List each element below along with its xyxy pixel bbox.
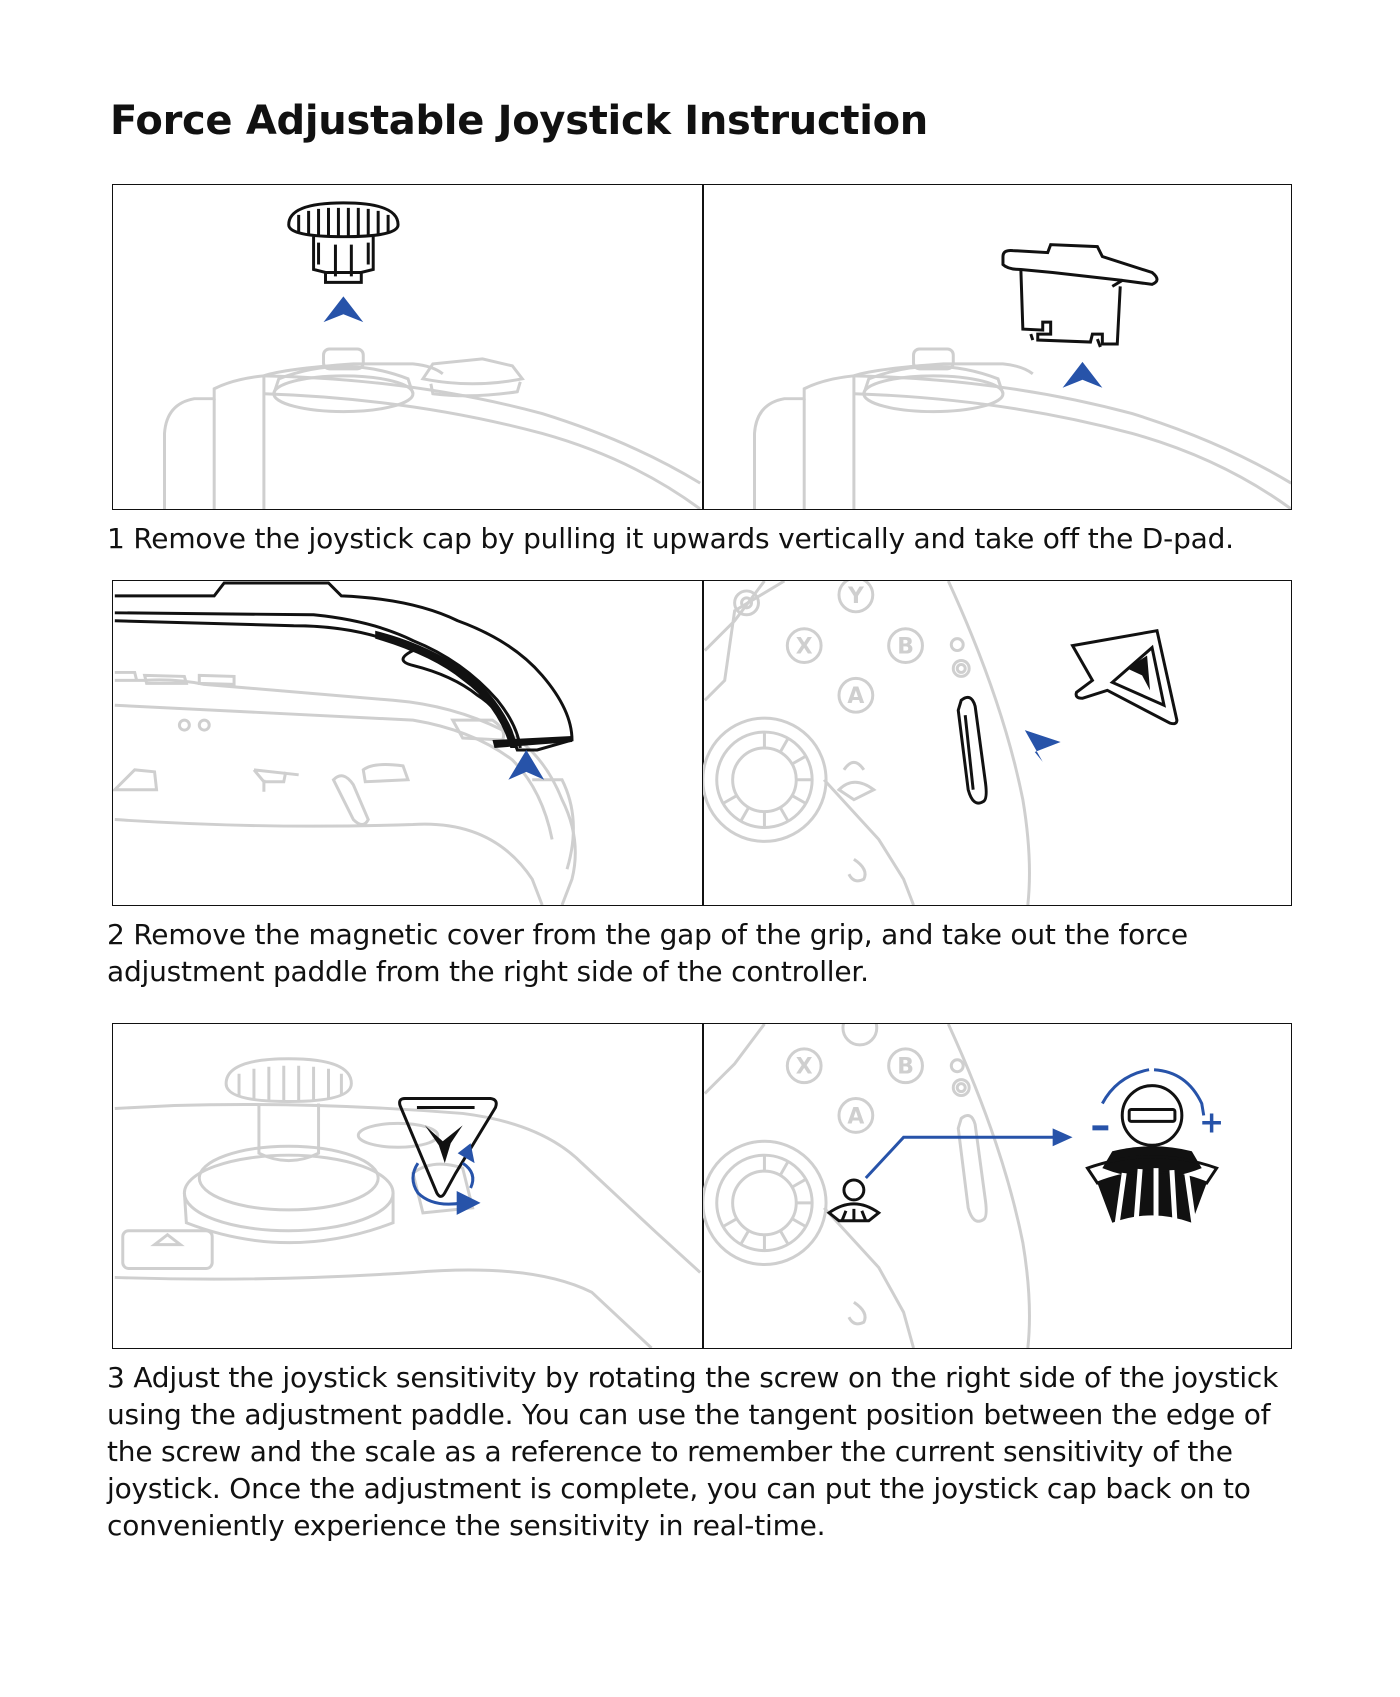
plus-label: +: [1199, 1105, 1224, 1140]
page-title: Force Adjustable Joystick Instruction: [110, 98, 928, 144]
x-button-icon: [785, 627, 823, 664]
b-button-icon: [887, 1047, 924, 1085]
right-arrow-icon: [1052, 1128, 1073, 1147]
sensitivity-scale-illustration: X B A +: [703, 1024, 1291, 1348]
b-button-label: B: [897, 635, 914, 660]
x-button-icon: [785, 1047, 823, 1085]
right-arrow-icon: [1024, 730, 1061, 762]
y-button-icon: [837, 581, 875, 614]
joystick-closeup-sketch: [114, 1057, 702, 1348]
up-arrow-icon: [1062, 361, 1103, 388]
step-3-illustrations: X B A +: [112, 1023, 1292, 1349]
rotate-arrow-icon: [456, 1190, 481, 1215]
x-button-label: X: [796, 1055, 813, 1080]
b-button-icon: [887, 627, 924, 664]
controller-top-sketch: [163, 201, 702, 509]
step-1-illustrations: [112, 184, 1292, 510]
controller-face-sketch: Y X B A: [703, 581, 1179, 905]
step-2-text: 2 Remove the magnetic cover from the gap…: [107, 918, 1188, 988]
adjustment-paddle-icon: [398, 1097, 498, 1198]
up-arrow-icon: [508, 749, 545, 780]
step-3-text: 3 Adjust the joystick sensitivity by rot…: [107, 1361, 1279, 1542]
up-arrow-icon: [323, 296, 364, 323]
screw-rotation-illustration: [113, 1024, 702, 1348]
step-2-illustrations: Y X B A: [112, 580, 1292, 906]
y-button-label: Y: [847, 584, 865, 609]
adjustment-paddle-icon: [1070, 628, 1179, 726]
a-button-icon: [837, 1097, 875, 1134]
controller-grip-sketch: [113, 581, 577, 905]
b-button-label: B: [897, 1055, 914, 1080]
a-button-label: A: [847, 1104, 864, 1129]
x-button-label: X: [796, 635, 813, 660]
paddle-extraction-illustration: Y X B A: [703, 581, 1291, 905]
dpad-removal-illustration: [703, 185, 1291, 509]
a-button-icon: [837, 676, 875, 714]
screw-head-icon: [1120, 1084, 1184, 1147]
adjustment-screw-icon: [842, 1178, 866, 1202]
magnetic-cover-removal-illustration: [113, 581, 702, 905]
a-button-label: A: [847, 684, 864, 709]
controller-face-sketch: X B A +: [703, 1024, 1224, 1348]
controller-top-sketch: [753, 243, 1291, 509]
step-1-text: 1 Remove the joystick cap by pulling it …: [107, 522, 1234, 555]
joystick-cap-removal-illustration: [113, 185, 702, 509]
